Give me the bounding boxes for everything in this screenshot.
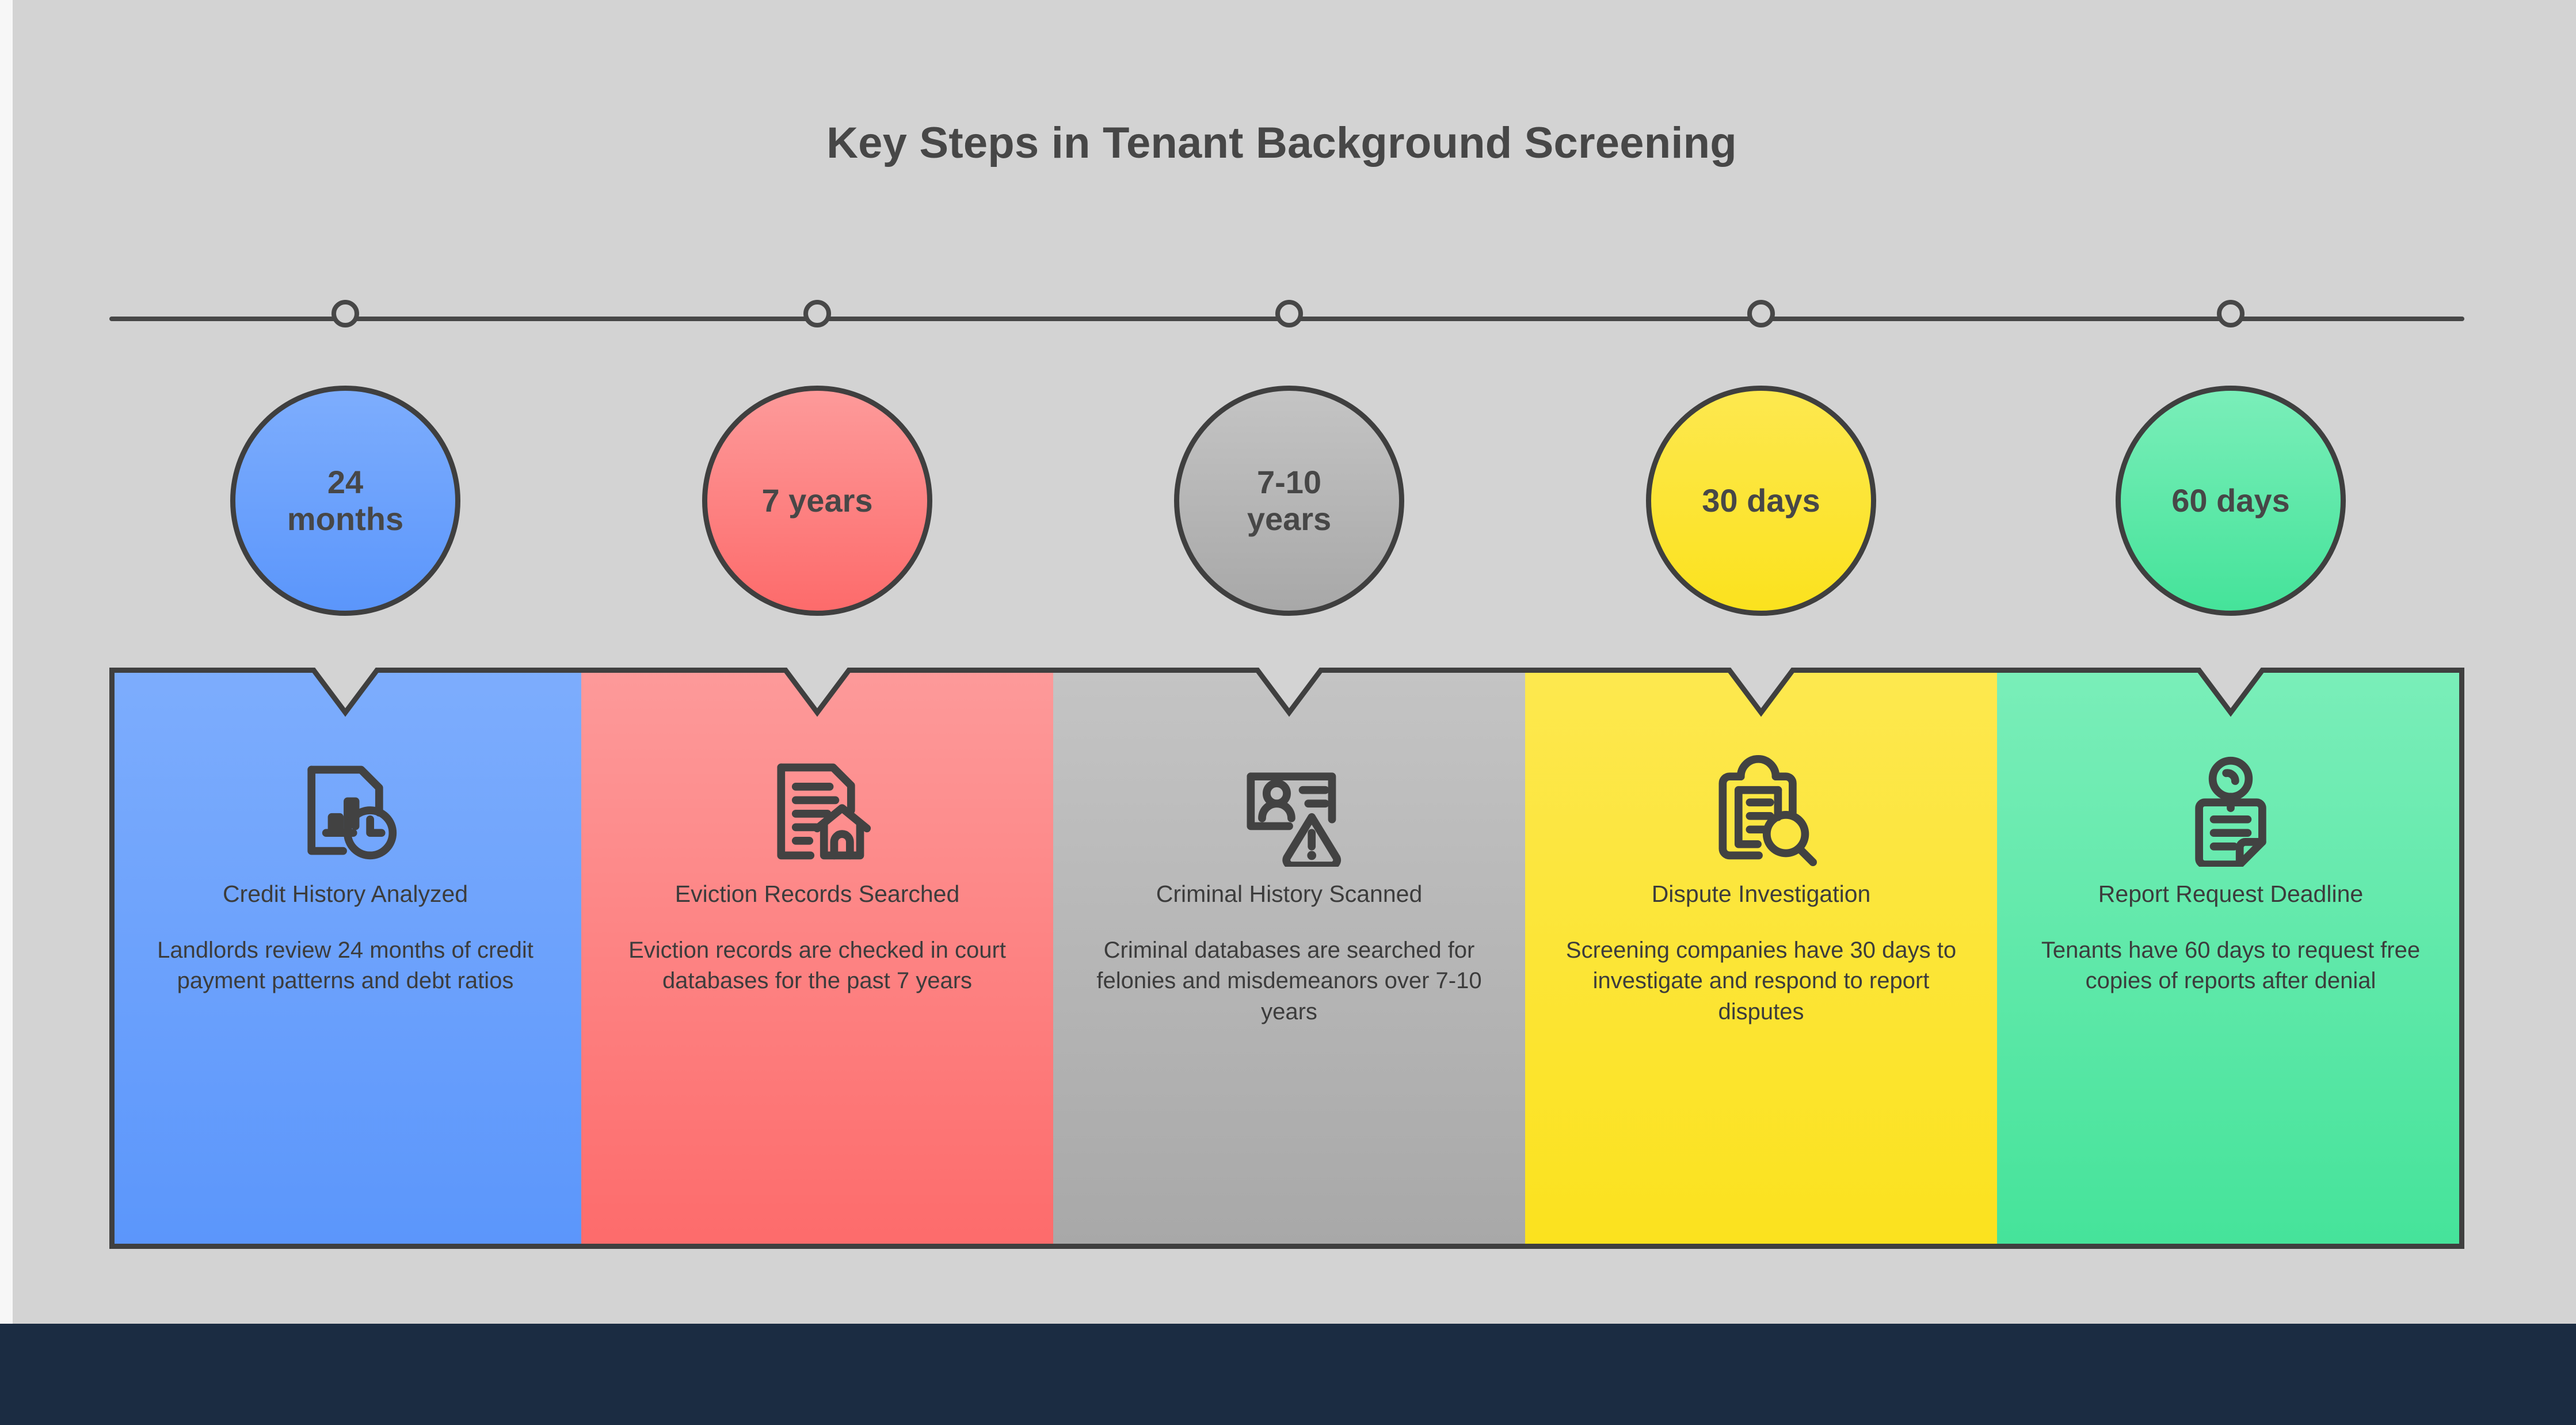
step-heading-4: Dispute Investigation <box>1651 881 1871 907</box>
step-description-3: Criminal databases are searched for felo… <box>1096 938 1482 1024</box>
step-heading-3: Criminal History Scanned <box>1156 881 1423 907</box>
step-badge-label-3: 7-10 years <box>1247 463 1332 537</box>
timeline-node-3[interactable] <box>1275 300 1303 327</box>
step-description-4: Screening companies have 30 days to inve… <box>1565 938 1957 1024</box>
pinned-note-icon <box>2174 754 2287 867</box>
clipboard-search-icon <box>1705 754 1817 867</box>
timeline-node-2[interactable] <box>803 300 831 327</box>
step-badge-label-2: 7 years <box>761 482 873 519</box>
step-description-2: Eviction records are checked in court da… <box>628 938 1006 994</box>
timeline-node-1[interactable] <box>331 300 359 327</box>
step-badge-1[interactable]: 24 months <box>230 386 460 616</box>
step-badge-label-1: 24 months <box>287 463 404 537</box>
document-chart-clock-icon <box>289 754 402 867</box>
step-heading-2: Eviction Records Searched <box>675 881 960 907</box>
step-badge-5[interactable]: 60 days <box>2116 386 2346 616</box>
step-badge-4[interactable]: 30 days <box>1646 386 1876 616</box>
id-card-warning-icon <box>1233 754 1346 867</box>
document-house-icon <box>761 754 874 867</box>
step-heading-1: Credit History Analyzed <box>222 881 468 907</box>
timeline-node-4[interactable] <box>1747 300 1775 327</box>
step-badge-3[interactable]: 7-10 years <box>1174 386 1404 616</box>
timeline-node-5[interactable] <box>2217 300 2245 327</box>
step-badge-label-4: 30 days <box>1702 482 1820 519</box>
step-heading-5: Report Request Deadline <box>2098 881 2364 907</box>
step-description-1: Landlords review 24 months of credit pay… <box>157 938 534 994</box>
page-title: Key Steps in Tenant Background Screening <box>826 119 1737 167</box>
bottom-band <box>0 1324 2576 1425</box>
step-badge-2[interactable]: 7 years <box>702 386 932 616</box>
step-badge-label-5: 60 days <box>2171 482 2290 519</box>
step-description-5: Tenants have 60 days to request free cop… <box>2041 938 2421 994</box>
